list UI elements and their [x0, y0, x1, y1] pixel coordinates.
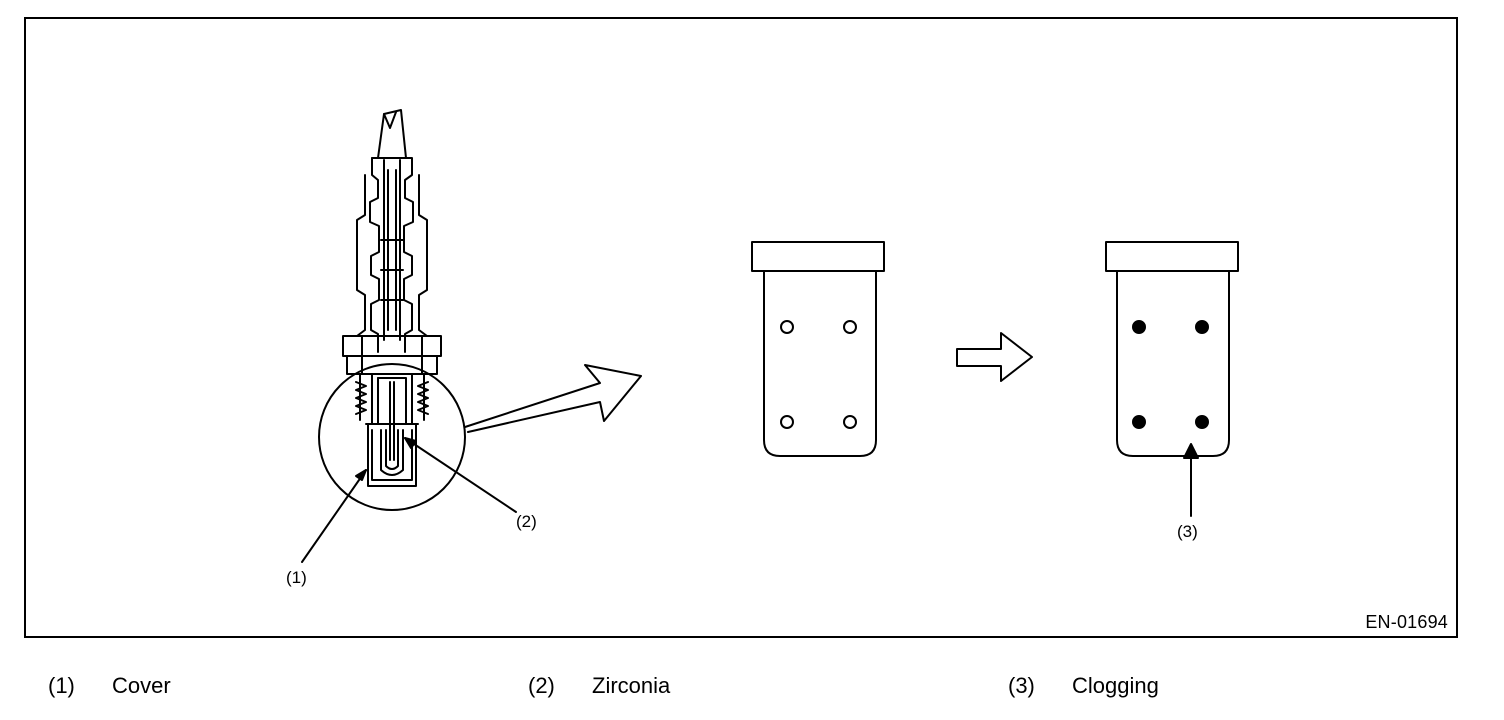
- callout-label-1: (1): [286, 568, 307, 587]
- sensor-element-clean: [751, 241, 885, 457]
- legend-label: Clogging: [1072, 673, 1159, 698]
- legend-label: Cover: [112, 673, 171, 698]
- transition-arrow: [956, 332, 1033, 382]
- legend-number: (2): [528, 673, 555, 698]
- legend-number: (3): [1008, 673, 1035, 698]
- oxygen-sensor: [301, 109, 642, 563]
- legend-number: (1): [48, 673, 75, 698]
- callout-label-3: (3): [1177, 522, 1198, 541]
- figure-code: EN-01694: [1365, 612, 1448, 632]
- figure-frame: [24, 17, 1458, 638]
- legend-label: Zirconia: [592, 673, 671, 698]
- callout-label-2: (2): [516, 512, 537, 531]
- sensor-element-clogged: [1105, 241, 1239, 517]
